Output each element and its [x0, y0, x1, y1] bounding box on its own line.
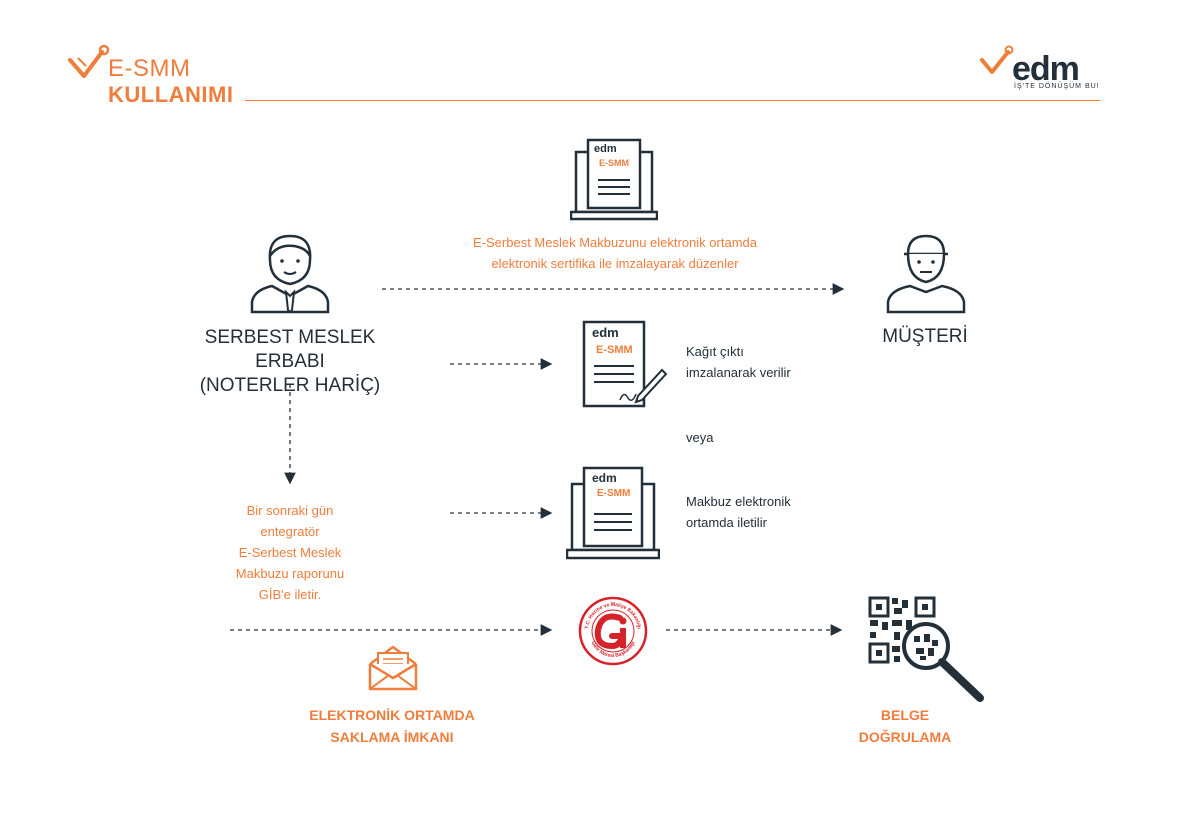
envelope-icon — [368, 645, 418, 691]
customer-label: MÜŞTERİ — [882, 326, 968, 347]
gib-seal-icon: T.C. Hazine ve Maliye Bakanlığı Gelir İd… — [578, 596, 648, 666]
logo-check-icon — [68, 44, 110, 78]
qr-magnifier-icon — [868, 596, 984, 702]
signed-document: edm E-SMM — [580, 320, 670, 410]
brand-name: edm — [1012, 50, 1080, 88]
or-caption: veya — [686, 430, 714, 445]
header-logo — [68, 44, 112, 84]
verify-label: BELGE DOĞRULAMA — [858, 707, 952, 745]
gib-seal: T.C. Hazine ve Maliye Bakanlığı Gelir İd… — [578, 596, 648, 666]
laptop-doc-icon — [566, 466, 660, 560]
brand-tagline: İŞ'TE DÖNÜŞÜM BU! — [1014, 83, 1100, 90]
qr-verification — [868, 596, 986, 704]
provider-person — [248, 230, 332, 314]
header-title-line2: KULLANIMI — [108, 82, 234, 107]
header-title-line1: E-SMM — [108, 55, 191, 82]
doc-label: E-SMM — [597, 488, 631, 499]
person-cap-icon — [886, 234, 966, 314]
customer-person — [884, 228, 968, 314]
doc-brand: edm — [592, 471, 617, 485]
laptop-doc-icon — [570, 138, 658, 221]
doc-brand: edm — [592, 325, 619, 340]
laptop-document-mid: edm E-SMM — [566, 464, 660, 560]
person-suit-icon — [250, 234, 330, 314]
doc-label: E-SMM — [599, 158, 629, 168]
laptop-document-top: edm E-SMM — [570, 136, 658, 222]
storage-label: ELEKTRONİK ORTAMDA SAKLAMA İMKANI — [309, 707, 475, 745]
signed-doc-icon — [582, 320, 668, 408]
envelope — [367, 644, 419, 692]
header-divider — [245, 100, 1100, 101]
brand-logo — [980, 44, 1014, 78]
electronic-caption: Makbuz elektronik ortamda iletilir — [686, 494, 791, 530]
doc-label: E-SMM — [596, 344, 633, 356]
logo-check-icon — [980, 45, 1014, 74]
doc-brand: edm — [594, 143, 617, 155]
paper-caption: Kağıt çıktı imzalanarak verilir — [686, 344, 791, 380]
report-caption: Bir sonraki gün entegratör E-Serbest Mes… — [235, 503, 345, 602]
sign-caption: E-Serbest Meslek Makbuzunu elektronik or… — [473, 235, 757, 271]
